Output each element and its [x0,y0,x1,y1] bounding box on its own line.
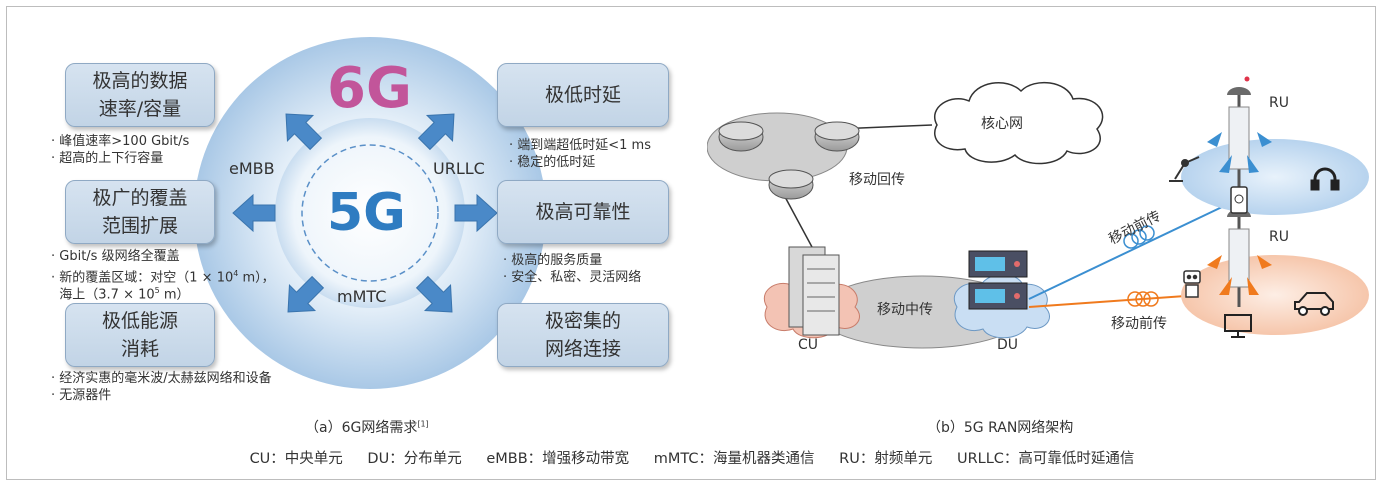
ran-architecture-diagram [707,76,1369,349]
legend-item: mMTC：海量机器类通信 [653,451,815,467]
car-icon [1294,292,1334,316]
caption-b: （b）5G RAN网络架构 [927,420,1074,436]
monitor-icon [1224,314,1252,338]
legend-item: DU：分布单元 [367,451,462,467]
legend-item: eMBB：增强移动带宽 [486,451,630,467]
label-backhaul: 移动回传 [849,172,905,188]
note-latency: · 端到端超低时延<1 ms · 稳定的低时延 [509,138,651,170]
label-fronthaul-orange: 移动前传 [1111,316,1167,332]
arrow-upper-right-icon [417,113,455,151]
note-coverage-2: · 新的覆盖区域：对空（1 × 104 m）， [51,269,275,286]
label-embb: eMBB [229,159,275,178]
legend-item: CU：中央单元 [249,451,343,467]
title-5g: 5G [327,183,406,243]
fronthaul-line-blue [1028,206,1223,300]
req-box-reliability: 极高可靠性 [497,180,669,244]
label-cu: CU [798,337,819,353]
label-core-network: 核心网 [981,116,1023,132]
note-energy: · 经济实惠的毫米波/太赫兹网络和设备 · 无源器件 [51,371,272,403]
router-icon-2 [814,121,860,152]
note-reliability: · 极高的服务质量 · 安全、私密、灵活网络 [503,253,642,285]
req-box-density: 极密集的 网络连接 [497,303,669,367]
figure-frame: 6G 5G eMBB URLLC mMTC 极高的数据 速率/容量 极广的覆盖 … [6,6,1376,480]
label-ru-1: RU [1269,95,1289,111]
arrow-right-icon [454,193,498,233]
robot-icon [1183,270,1201,298]
req-box-energy: 极低能源 消耗 [65,303,215,367]
label-mmtc: mMTC [337,287,387,306]
legend-item: RU：射频单元 [839,451,933,467]
du-server-icon [968,250,1028,310]
phone-icon [1230,186,1248,214]
arrow-lower-left-icon [287,275,325,313]
req-box-latency: 极低时延 [497,63,669,127]
requirements-circle-diagram [194,37,546,389]
arrow-lower-right-icon [415,275,453,313]
5g-inner-circle [275,118,465,308]
headphones-icon [1310,167,1340,191]
note-coverage-3: 海上（3.7 × 105 m） [51,286,190,303]
legend-item: URLLC：高可靠低时延通信 [956,451,1135,467]
title-6g: 6G [327,56,412,121]
robot-arm-icon [1169,156,1200,182]
req-box-coverage: 极广的覆盖 范围扩展 [65,180,215,244]
note-coverage-1: · Gbit/s 级网络全覆盖 [51,249,180,264]
coverage-zone-blue [1181,139,1369,215]
5g-dashed-ring [301,144,439,282]
fiber-coil-orange-icon [1127,291,1159,307]
router-icon-1 [718,121,764,152]
label-midhaul: 移动中传 [877,302,933,318]
caption-a: （a）6G网络需求[1] [305,419,429,436]
label-du: DU [997,337,1019,353]
note-data-rate: · 峰值速率>100 Gbit/s · 超高的上下行容量 [51,134,190,166]
label-urllc: URLLC [433,159,485,178]
core-network-cloud [934,81,1104,165]
req-box-data-rate: 极高的数据 速率/容量 [65,63,215,127]
arrow-upper-left-icon [285,113,323,151]
fiber-coil-blue-icon [1123,225,1155,249]
ru-tower-icon-2 [1207,209,1272,307]
router-icon-3 [768,169,814,200]
arrow-left-icon [232,193,276,233]
abbreviation-legend: CU：中央单元 DU：分布单元 eMBB：增强移动带宽 mMTC：海量机器类通信… [7,447,1377,468]
cu-server-icon [788,246,840,336]
coverage-zone-orange [1181,255,1369,335]
label-ru-2: RU [1269,229,1289,245]
